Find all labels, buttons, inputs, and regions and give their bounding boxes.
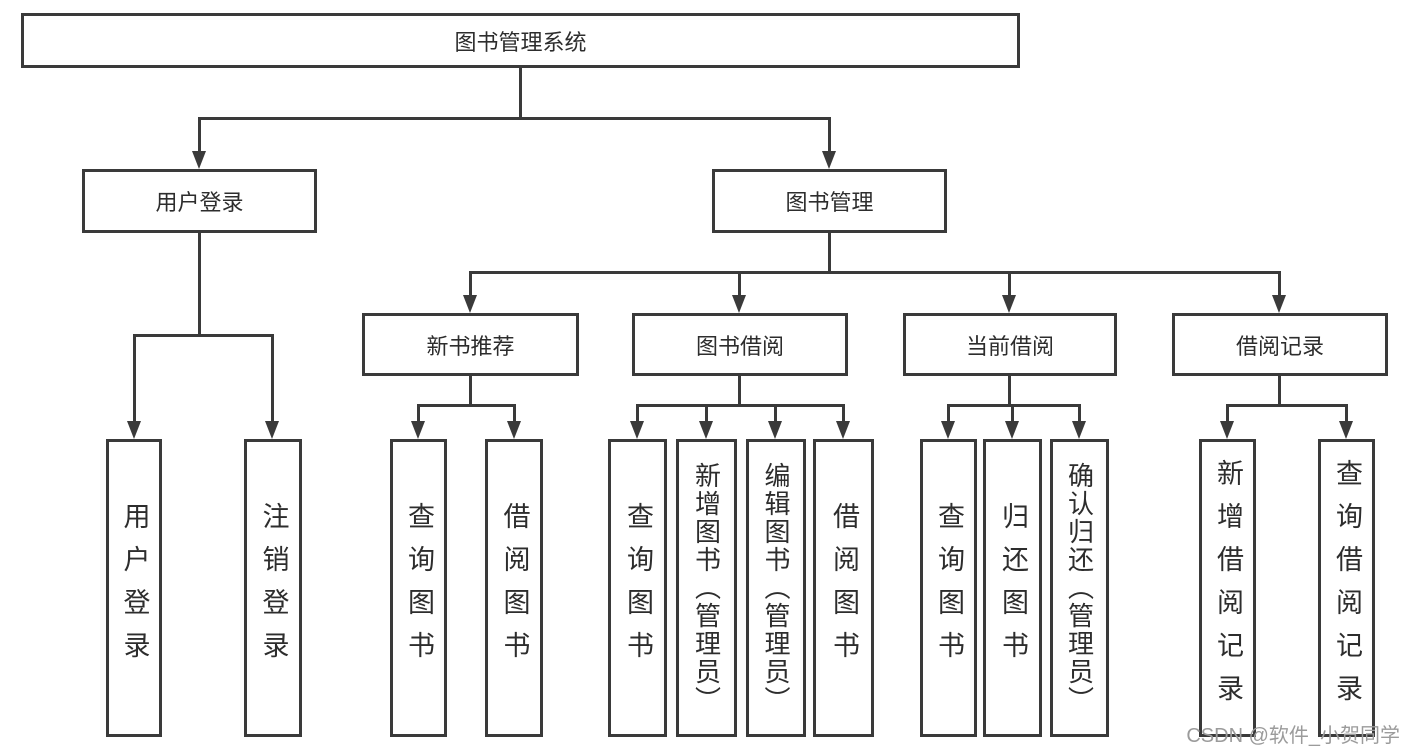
leaf-confirm-return-admin: 确认归还（管理员）: [1050, 439, 1109, 737]
arrow-down-icon: [1072, 421, 1086, 439]
leaf-add-borrow-record: 新增借阅记录: [1199, 439, 1256, 737]
connector-stem-leaf: [705, 404, 708, 421]
connector-user-login-drop: [198, 233, 201, 336]
connector-stem-leaf-user-login: [133, 334, 136, 421]
connector-new-book-recommend-hbar: [417, 404, 516, 407]
leaf-add-books-admin-label: 新增图书（管理员）: [691, 462, 722, 714]
connector-book-management-hbar: [469, 271, 1281, 274]
csdn-watermark: CSDN @软件_小贺同学: [1186, 725, 1400, 747]
node-new-book-recommend: 新书推荐: [362, 313, 579, 376]
connector-borrow-records-hbar: [1226, 404, 1347, 407]
node-borrow-records-label: 借阅记录: [1235, 333, 1324, 359]
arrow-down-icon: [941, 421, 955, 439]
arrow-down-icon: [1002, 295, 1016, 313]
leaf-logout: 注销登录: [244, 439, 302, 737]
leaf-query-books-3: 查询图书: [920, 439, 977, 737]
connector-book-borrow-drop: [738, 376, 741, 407]
connector-stem-current-borrow: [1008, 271, 1011, 297]
node-root: 图书管理系统: [21, 13, 1020, 68]
leaf-query-books-1: 查询图书: [390, 439, 447, 737]
node-root-label: 图书管理系统: [454, 29, 587, 55]
connector-book-borrow-hbar: [636, 404, 844, 407]
leaf-query-borrow-record-label: 查询借阅记录: [1332, 459, 1362, 717]
arrow-down-icon: [1220, 421, 1234, 439]
leaf-query-books-1-label: 查询图书: [404, 502, 434, 674]
arrow-down-icon: [192, 151, 206, 169]
leaf-confirm-return-admin-label: 确认归还（管理员）: [1064, 462, 1095, 714]
arrow-down-icon: [463, 295, 477, 313]
connector-stem-leaf-logout: [271, 334, 274, 421]
leaf-query-books-3-label: 查询图书: [934, 502, 964, 674]
connector-stem-leaf: [1078, 404, 1081, 421]
node-current-borrow-label: 当前借阅: [965, 333, 1054, 359]
connector-stem-leaf: [774, 404, 777, 421]
connector-stem-leaf: [636, 404, 639, 421]
connector-stem-book-management: [828, 117, 831, 153]
connector-user-login-hbar: [133, 334, 274, 337]
node-book-management-label: 图书管理: [785, 190, 874, 215]
leaf-edit-books-admin: 编辑图书（管理员）: [746, 439, 806, 737]
leaf-borrow-books-2: 借阅图书: [813, 439, 874, 737]
arrow-down-icon: [768, 421, 782, 439]
arrow-down-icon: [822, 151, 836, 169]
arrow-down-icon: [732, 295, 746, 313]
leaf-add-borrow-record-label: 新增借阅记录: [1213, 459, 1243, 717]
leaf-user-login: 用户登录: [106, 439, 162, 737]
node-borrow-records: 借阅记录: [1172, 313, 1388, 376]
arrow-down-icon: [1272, 295, 1286, 313]
leaf-edit-books-admin-label: 编辑图书（管理员）: [761, 462, 791, 714]
node-user-login-label: 用户登录: [155, 190, 244, 215]
connector-book-management-drop: [828, 233, 831, 274]
node-book-management: 图书管理: [712, 169, 947, 233]
leaf-borrow-books-1-label: 借阅图书: [499, 502, 530, 674]
connector-stem-leaf: [842, 404, 845, 421]
arrow-down-icon: [507, 421, 521, 439]
leaf-borrow-books-2-label: 借阅图书: [829, 502, 859, 674]
connector-new-book-recommend-drop: [469, 376, 472, 407]
node-book-borrow-label: 图书借阅: [695, 333, 784, 359]
connector-stem-leaf: [1345, 404, 1348, 421]
node-user-login: 用户登录: [82, 169, 317, 233]
connector-stem-leaf: [513, 404, 516, 421]
node-new-book-recommend-label: 新书推荐: [426, 333, 515, 359]
leaf-return-books-label: 归还图书: [998, 502, 1028, 674]
leaf-query-borrow-record: 查询借阅记录: [1318, 439, 1375, 737]
connector-root-hbar: [198, 117, 831, 120]
arrow-down-icon: [630, 421, 644, 439]
connector-root-drop: [519, 68, 522, 118]
arrow-down-icon: [1339, 421, 1353, 439]
leaf-add-books-admin: 新增图书（管理员）: [676, 439, 737, 737]
node-current-borrow: 当前借阅: [903, 313, 1117, 376]
connector-stem-leaf: [1011, 404, 1014, 421]
connector-stem-new-book-recommend: [469, 271, 472, 297]
arrow-down-icon: [127, 421, 141, 439]
connector-stem-leaf: [417, 404, 420, 421]
leaf-logout-label: 注销登录: [258, 502, 289, 674]
arrow-down-icon: [836, 421, 850, 439]
leaf-borrow-books-1: 借阅图书: [485, 439, 543, 737]
connector-stem-leaf: [1226, 404, 1229, 421]
arrow-down-icon: [265, 421, 279, 439]
connector-stem-book-borrow: [738, 271, 741, 297]
node-book-borrow: 图书借阅: [632, 313, 848, 376]
arrow-down-icon: [1005, 421, 1019, 439]
leaf-query-books-2: 查询图书: [608, 439, 667, 737]
connector-borrow-records-drop: [1278, 376, 1281, 407]
arrow-down-icon: [411, 421, 425, 439]
connector-stem-borrow-records: [1278, 271, 1281, 297]
leaf-return-books: 归还图书: [983, 439, 1042, 737]
leaf-query-books-2-label: 查询图书: [623, 502, 653, 674]
leaf-user-login-label: 用户登录: [119, 502, 150, 674]
arrow-down-icon: [699, 421, 713, 439]
connector-stem-user-login: [198, 117, 201, 153]
connector-stem-leaf: [947, 404, 950, 421]
connector-current-borrow-drop: [1008, 376, 1011, 407]
